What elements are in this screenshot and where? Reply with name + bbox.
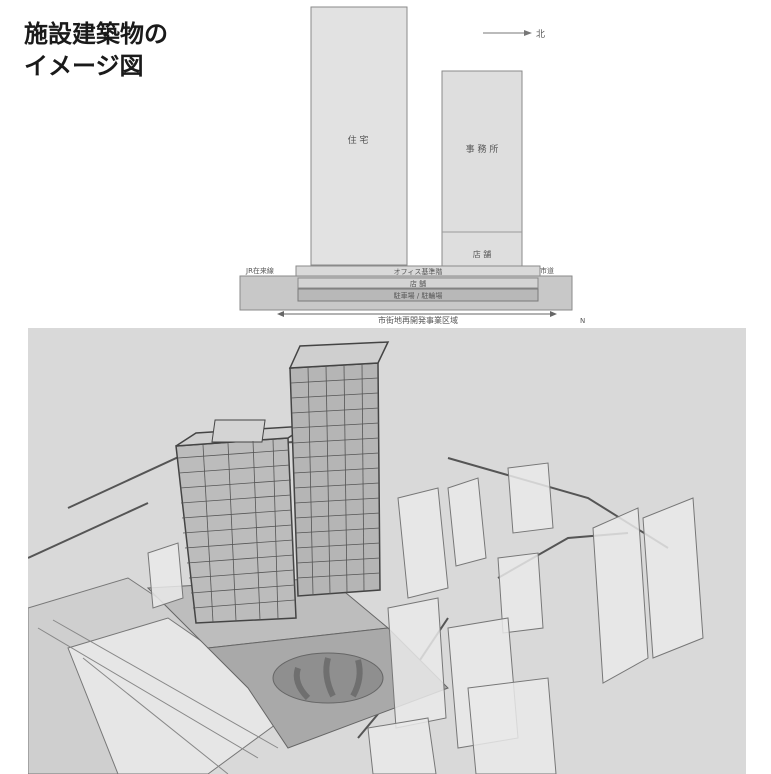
podium-top-label: オフィス基準階	[394, 267, 443, 276]
podium-lower-label: 駐車場 / 駐輪場	[394, 291, 443, 300]
title-line-2: イメージ図	[24, 52, 144, 80]
railway-platforms	[28, 577, 299, 774]
dimension-label: 市街地再開発事業区域	[378, 315, 458, 325]
dimension-line	[277, 311, 557, 317]
render-tower-left	[175, 419, 309, 624]
tower-office-label: 事 務 所	[466, 143, 499, 155]
podium-middle	[297, 277, 539, 289]
building-section-diagram: 北 住 宅 事 務 所 店 舗 オフィス基準階 店 舗 駐車場 / 駐輪場 JR…	[239, 6, 585, 325]
title-line-1: 施設建築物の	[24, 20, 168, 48]
render-tower-right	[288, 341, 390, 597]
page-title: 施設建築物の イメージ図	[24, 18, 168, 82]
bottom-right-mark: N	[580, 317, 585, 325]
tower-residential	[310, 6, 408, 266]
podium-lower	[297, 288, 539, 302]
context-buildings	[147, 462, 704, 774]
left-label: JR在来線	[245, 266, 274, 275]
podium-middle-label: 店 舗	[410, 279, 426, 288]
tower-office	[441, 70, 523, 267]
north-arrow: 北	[483, 29, 545, 40]
north-arrow-label: 北	[536, 29, 545, 40]
right-label: 市道	[540, 266, 554, 275]
tower-residential-label: 住 宅	[348, 134, 369, 146]
aerial-render	[28, 328, 746, 774]
tower-office-lower-label: 店 舗	[473, 249, 492, 259]
